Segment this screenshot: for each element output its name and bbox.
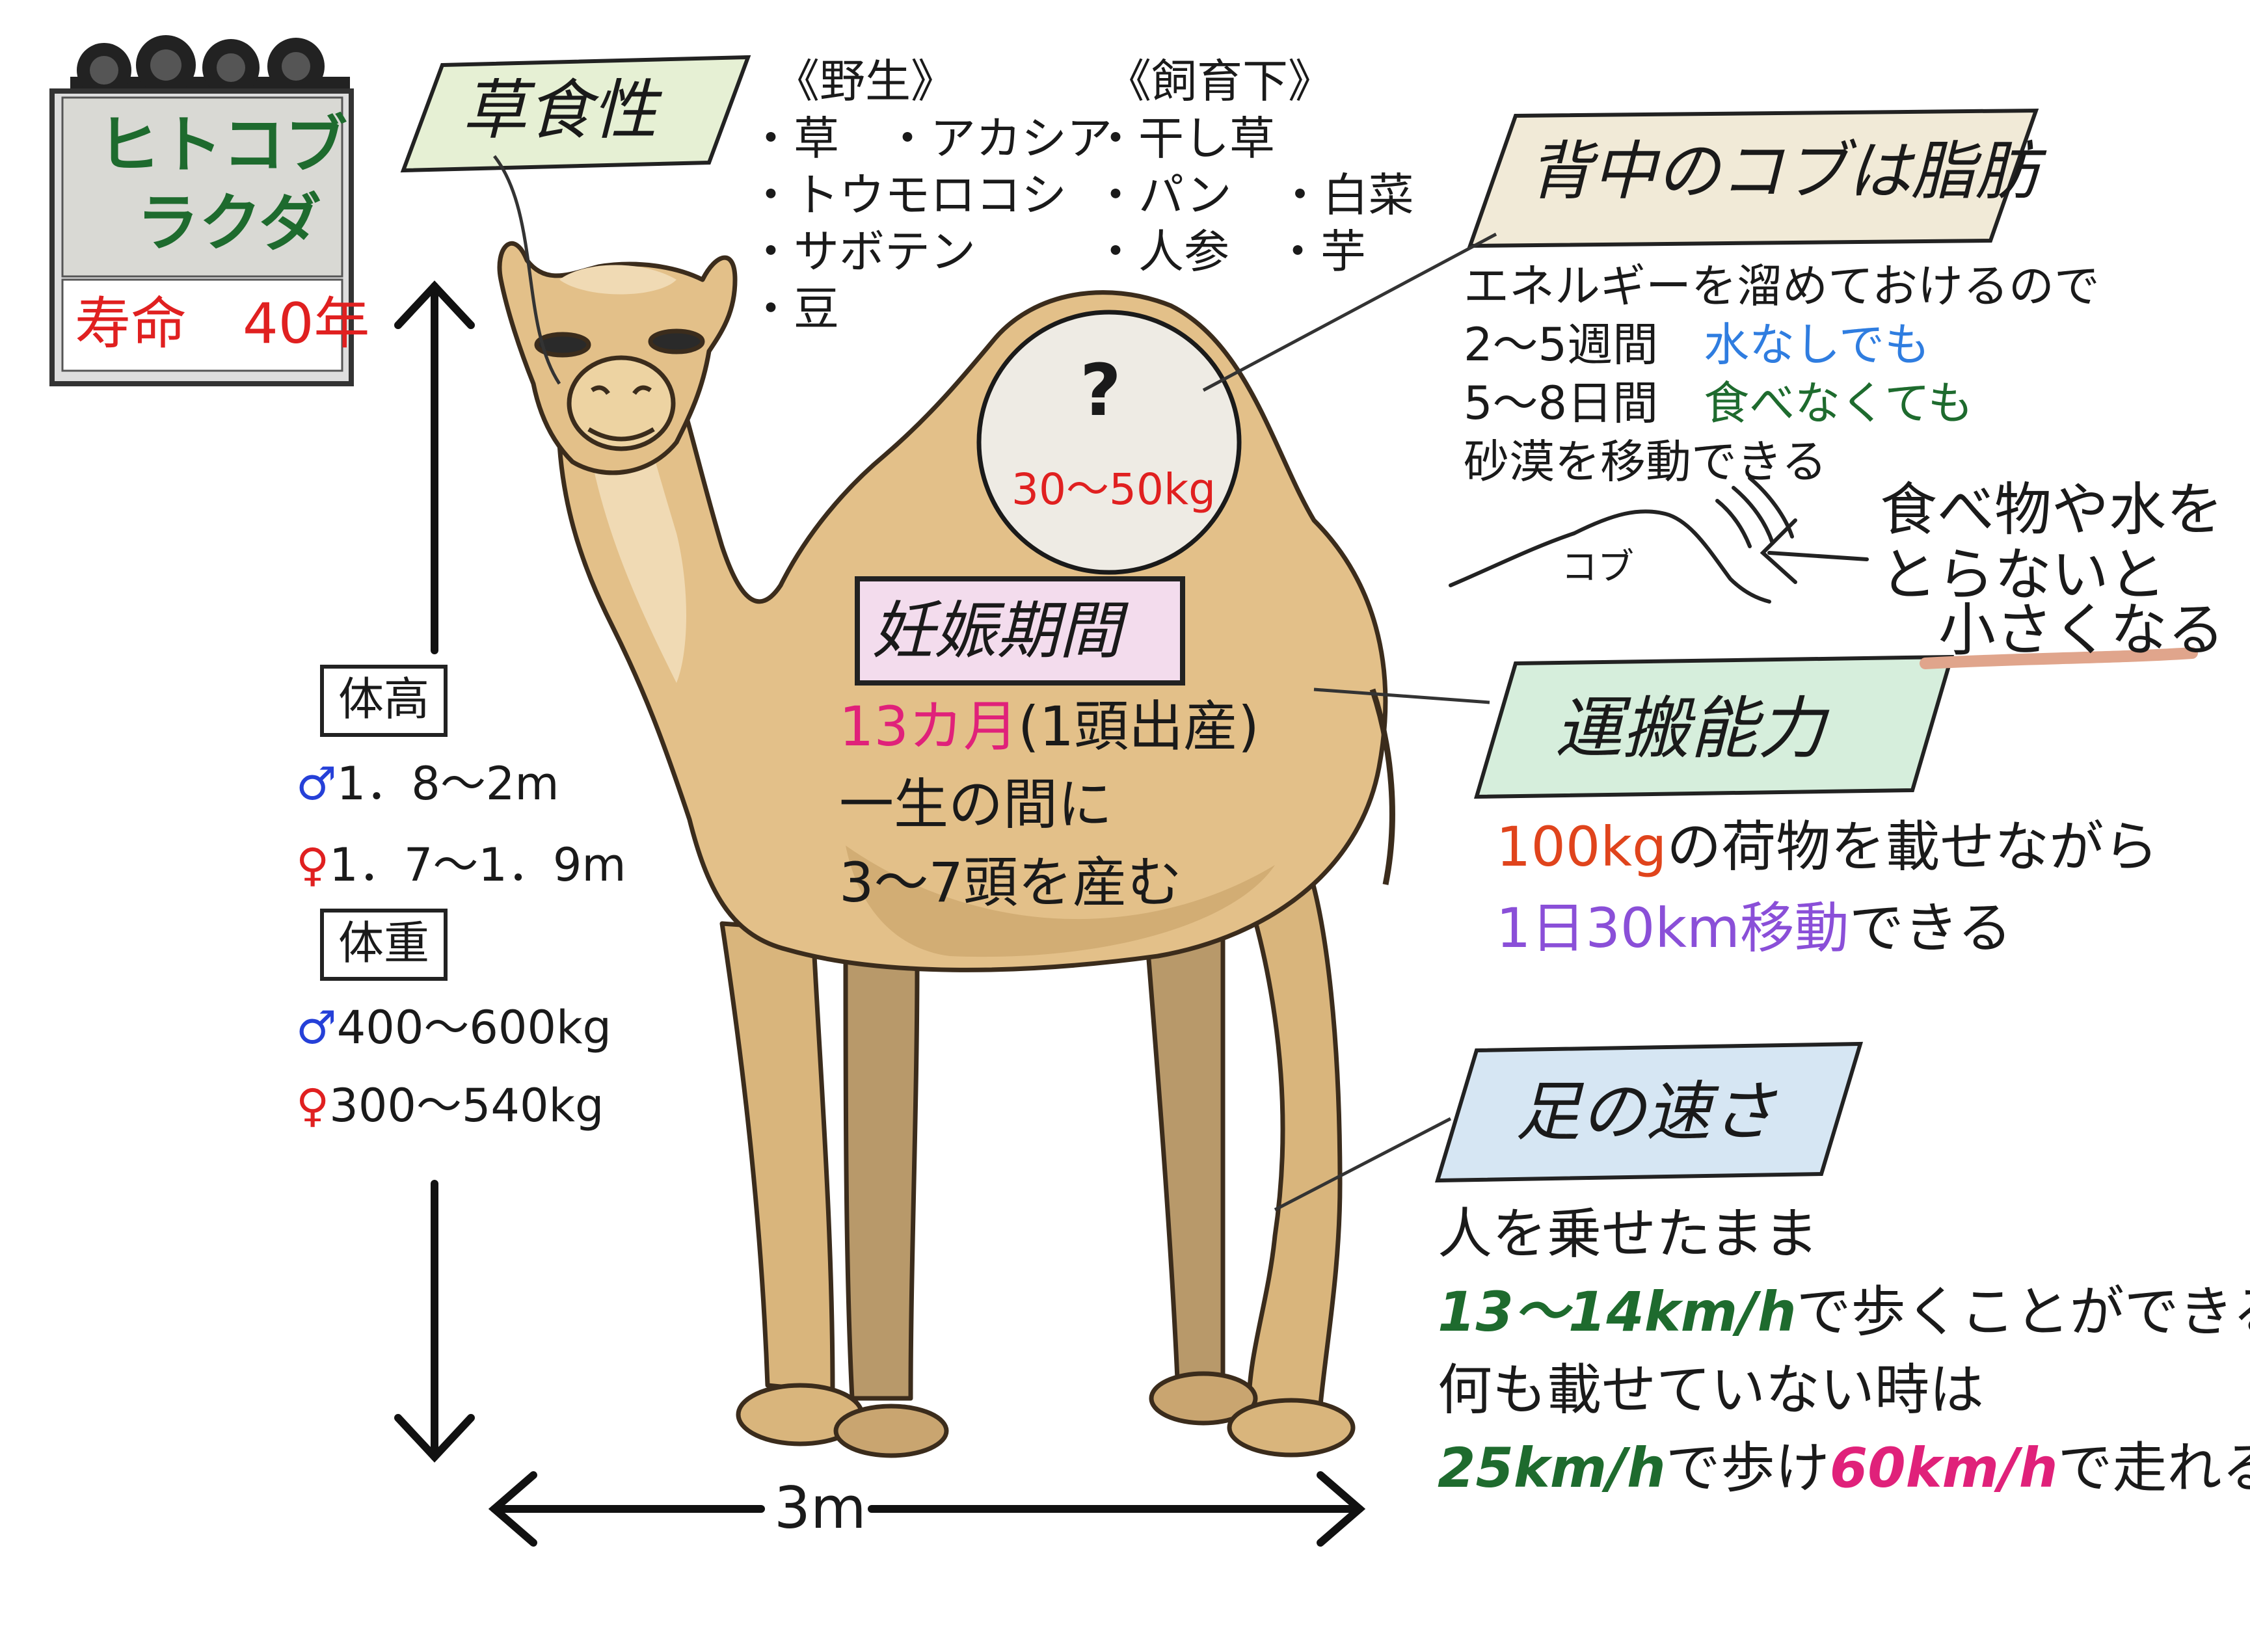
- hump-line1: エネルギーを溜めておけるので: [1464, 260, 2100, 313]
- height-female-value: 1．7～1．9m: [329, 838, 626, 892]
- male-sign: ♂: [296, 757, 337, 810]
- transport-line1-highlight: 100kg: [1496, 815, 1667, 879]
- transport-line2: 1日30km移動できる: [1496, 901, 2012, 955]
- leader-lines: [493, 155, 1497, 1212]
- lifespan-text: 寿命 40年: [75, 291, 370, 356]
- camel-back-leg-near: [1240, 862, 1343, 1407]
- speed-line3: 何も載せていない時は: [1438, 1358, 1985, 1422]
- hump-question: ?: [1080, 349, 1121, 432]
- speed-line4-mid: で歩け: [1665, 1436, 1830, 1500]
- hump-banner-title: 背中のコブは脂肪: [1529, 135, 2039, 209]
- wild-item-3: ・サボテン: [748, 225, 976, 278]
- weight-female-row: ♀300～540kg: [296, 1083, 604, 1128]
- hump-note-line1: 食べ物や水を: [1880, 476, 2224, 543]
- weight-label: 体重: [338, 916, 429, 970]
- height-female-row: ♀1．7～1．9m: [296, 842, 626, 888]
- weight-male-value: 400～600kg: [336, 1001, 611, 1054]
- camel-drawing: [497, 241, 1395, 1458]
- female-sign: ♀: [296, 838, 330, 892]
- banner-speed: [1434, 1041, 1864, 1183]
- speed-line2-highlight: 13～14km/h: [1438, 1280, 1797, 1344]
- camel-front-leg-far: [843, 947, 920, 1401]
- title-name-line2: ラクダ: [137, 187, 322, 260]
- transport-banner-title: 運搬能力: [1555, 689, 1826, 768]
- banner-herbivore: [400, 55, 751, 173]
- length-label: 3m: [774, 1474, 866, 1541]
- transport-line2-highlight: 1日30km移動: [1496, 896, 1849, 960]
- label-box-weight: [320, 909, 448, 981]
- hump-sketch: [1449, 476, 2198, 669]
- height-male-value: 1．8～2m: [336, 757, 559, 810]
- hump-sketch-label: コブ: [1561, 546, 1634, 589]
- height-arrow: [394, 280, 475, 1463]
- captive-item-1: ・干し草: [1093, 112, 1275, 165]
- length-arrow: [488, 1471, 1366, 1547]
- camel-eye-right: [648, 328, 705, 354]
- speed-line4-h2: 60km/h: [1829, 1436, 2058, 1500]
- title-name-line1: ヒトコブ: [98, 109, 347, 181]
- camel-eye-left: [534, 332, 591, 358]
- label-box-height: [320, 665, 448, 737]
- speed-line4-end: で走れる: [2057, 1436, 2250, 1500]
- wild-item-2: ・トウモロコシ: [748, 168, 1067, 222]
- transport-line1: 100kgの荷物を載せながら: [1496, 819, 2158, 874]
- female-sign-weight: ♀: [296, 1079, 330, 1132]
- hump-line2: 2～5週間 水なしでも: [1464, 322, 1930, 367]
- hump-note-line3: 小さくなる: [1938, 596, 2225, 663]
- banner-gestation: [855, 576, 1185, 686]
- captive-heading: 《飼育下》: [1106, 55, 1333, 108]
- speed-line1: 人を乗せたまま: [1438, 1202, 1819, 1266]
- gestation-months: 13カ月: [839, 695, 1018, 758]
- hump-note-line2: とらないと: [1880, 541, 2167, 608]
- hump-line2-prefix: 2～5週間: [1464, 318, 1704, 371]
- hump-line4: 砂漠を移動できる: [1464, 435, 1827, 488]
- banner-shapes: [320, 55, 2039, 1183]
- speed-line4-h1: 25km/h: [1438, 1436, 1666, 1500]
- hump-line2-highlight: 水なしでも: [1704, 318, 1930, 371]
- gestation-banner-title: 妊娠期間: [872, 594, 1121, 667]
- speed-line2: 13～14km/hで歩くことができる: [1438, 1285, 2250, 1339]
- wild-heading: 《野生》: [774, 55, 956, 108]
- height-label: 体高: [338, 673, 429, 726]
- weight-male-row: ♂400～600kg: [296, 1005, 611, 1050]
- speed-line4: 25km/hで歩け60km/hで走れる: [1438, 1441, 2250, 1495]
- gestation-line2: 一生の間に: [839, 773, 1113, 836]
- weight-female-value: 300～540kg: [329, 1079, 604, 1132]
- camel-front-leg-near: [719, 921, 835, 1394]
- wild-item-4: ・豆: [748, 282, 839, 336]
- camel-back-leg-far: [1142, 908, 1225, 1381]
- banner-transport: [1473, 654, 1955, 799]
- hump-line3: 5～8日間 食べなくても: [1464, 380, 1973, 426]
- gestation-line1: 13カ月(1頭出産): [839, 699, 1259, 754]
- hump-line3-highlight: 食べなくても: [1704, 377, 1974, 430]
- hump-line3-prefix: 5～8日間: [1464, 377, 1704, 430]
- wild-item-1: ・草 ・アカシア: [748, 112, 1112, 165]
- transport-line2-rest: できる: [1849, 896, 2013, 960]
- male-sign-weight: ♂: [296, 1001, 337, 1054]
- banner-hump: [1467, 108, 2039, 248]
- gestation-line3: 3～7頭を産む: [839, 851, 1182, 914]
- gestation-months-note: (1頭出産): [1017, 695, 1259, 758]
- speed-banner-title: 足の速さ: [1516, 1074, 1776, 1150]
- speed-line2-rest: で歩くことができる: [1796, 1280, 2250, 1344]
- height-male-row: ♂1．8～2m: [296, 761, 559, 806]
- transport-line1-rest: の荷物を載せながら: [1667, 815, 2159, 879]
- hump-weight: 30～50kg: [1011, 464, 1216, 514]
- captive-item-2: ・パン ・白菜: [1093, 168, 1414, 222]
- title-card-frame: [49, 35, 354, 386]
- captive-item-3: ・人参 ・芋: [1093, 225, 1366, 278]
- hump-fat-oval: [976, 310, 1242, 575]
- lace-decoration: [70, 35, 350, 98]
- herbivore-banner-title: 草食性: [462, 72, 657, 148]
